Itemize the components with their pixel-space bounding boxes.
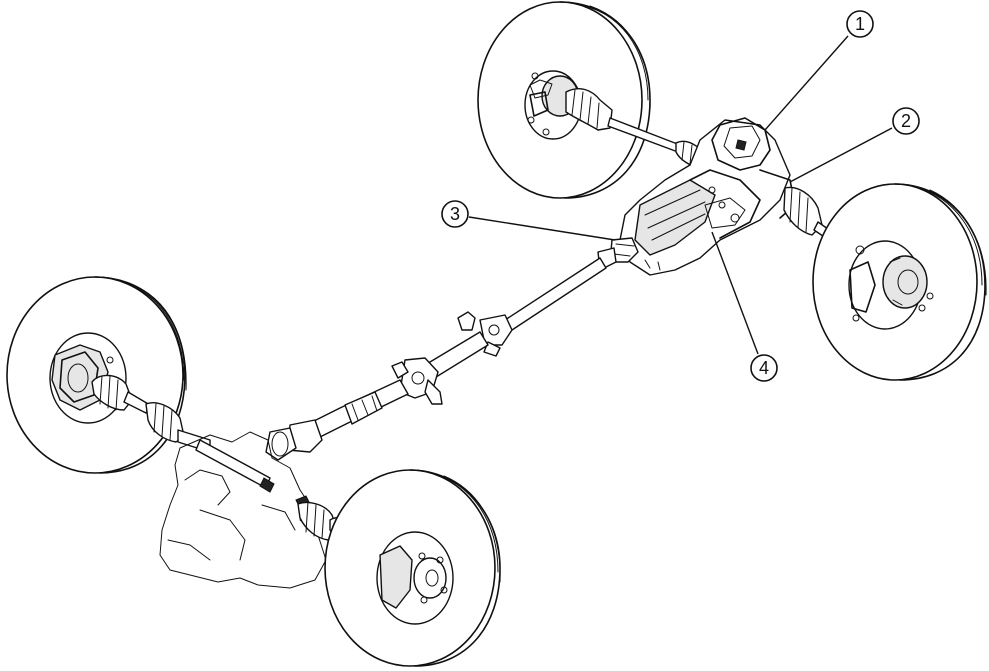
front-right-wheel bbox=[324, 469, 501, 667]
propeller-shaft bbox=[265, 237, 639, 461]
transmission bbox=[159, 431, 327, 589]
callout-2-label: 2 bbox=[901, 111, 911, 131]
rear-differential bbox=[619, 117, 796, 276]
rear-left-wheel bbox=[477, 1, 651, 199]
callout-1: 1 bbox=[764, 10, 874, 131]
callout-1-label: 1 bbox=[855, 14, 865, 34]
front-right-hub bbox=[376, 531, 454, 625]
front-left-driveshaft bbox=[91, 374, 275, 493]
rear-right-wheel bbox=[812, 183, 987, 381]
callout-4-label: 4 bbox=[759, 358, 769, 378]
callout-3: 3 bbox=[441, 200, 616, 241]
callout-4: 4 bbox=[711, 231, 778, 382]
front-left-wheel bbox=[6, 276, 187, 474]
callout-2: 2 bbox=[789, 107, 920, 183]
callout-3-label: 3 bbox=[450, 204, 460, 224]
rear-right-hub bbox=[848, 240, 934, 330]
